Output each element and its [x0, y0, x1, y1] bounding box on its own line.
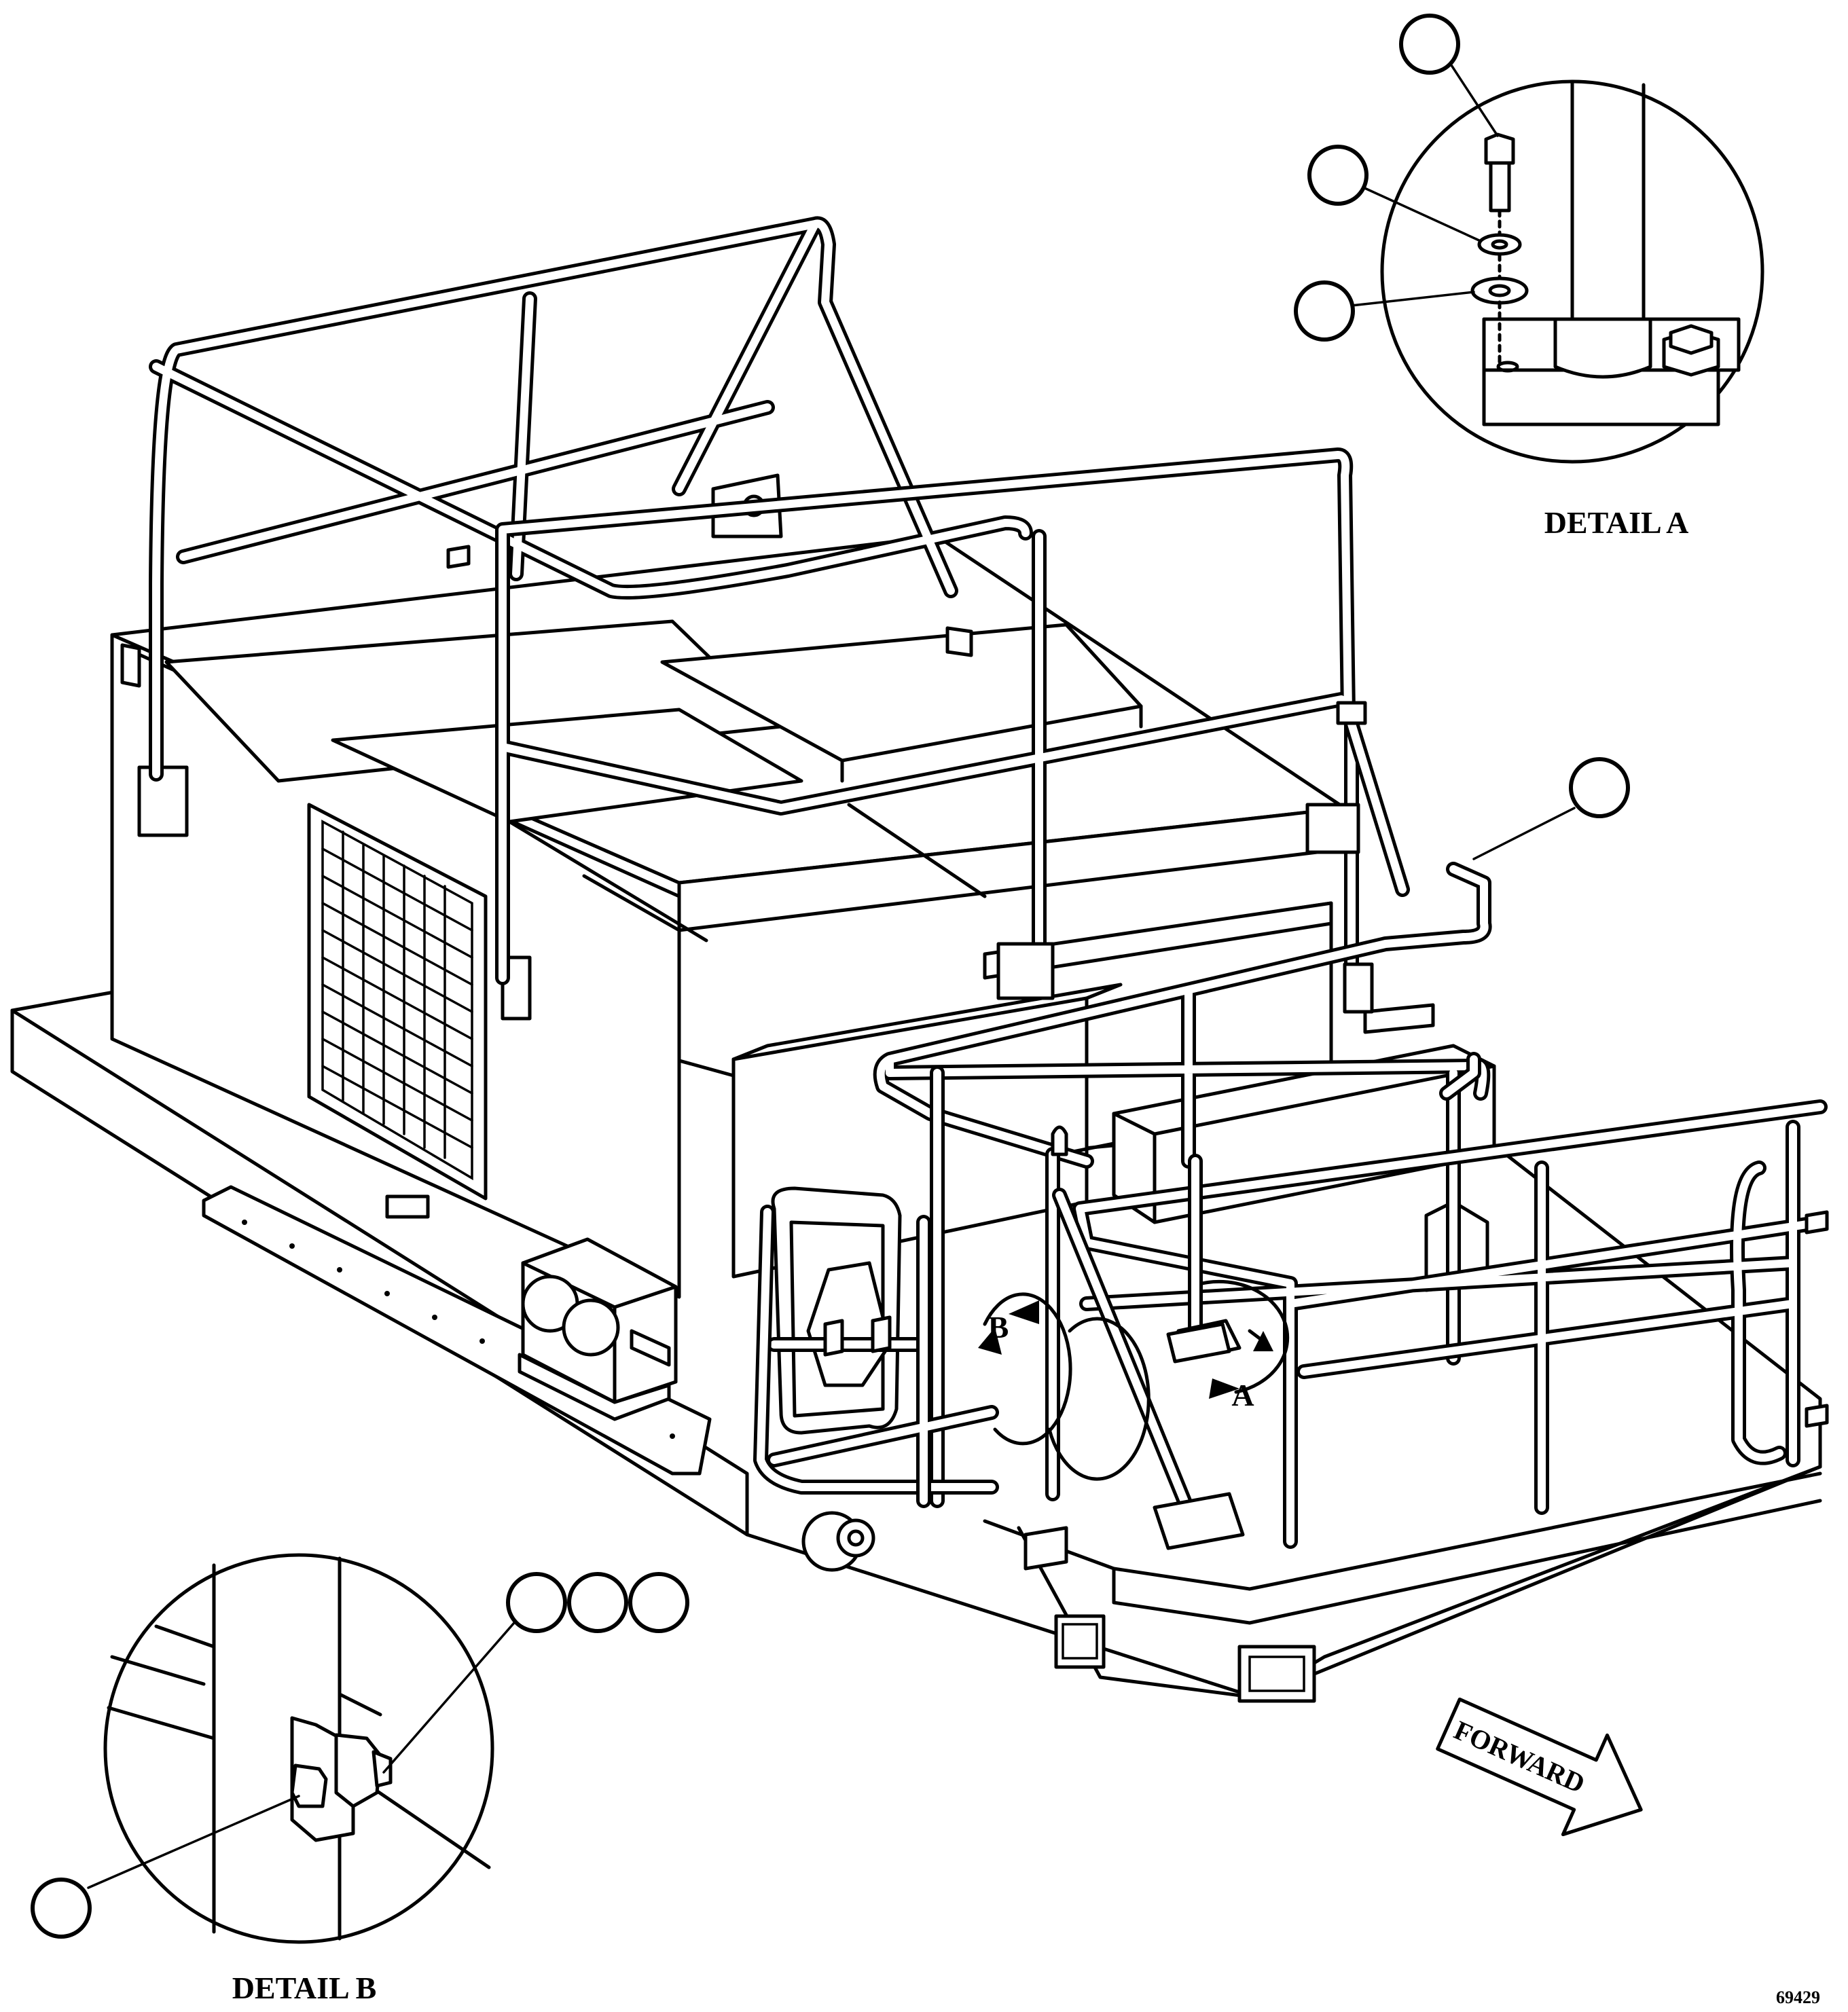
callout-a-2 [1307, 145, 1369, 206]
rear-handrail [149, 216, 1033, 782]
view-label-a: A [1231, 1378, 1254, 1412]
mirror-assembly [753, 1186, 999, 1508]
callout-b-4 [31, 1878, 92, 1939]
vent-grille [307, 803, 488, 1201]
callout-b-3 [628, 1572, 689, 1633]
gate-rail [873, 862, 1492, 1366]
view-label-b: B [988, 1310, 1009, 1345]
detail-a-view [1350, 46, 1764, 464]
rotation-indicators [978, 1279, 1290, 1481]
detail-b-label: DETAIL B [232, 1971, 377, 2005]
rail-callout [1472, 757, 1630, 860]
figure-number: 69429 [1776, 1988, 1820, 2007]
detail-a-callouts [1294, 14, 1460, 342]
caster-wheel [801, 1511, 875, 1572]
forward-arrow: FORWARD [1436, 1697, 1643, 1837]
callout-b-1 [506, 1572, 567, 1633]
detail-b-view [87, 1553, 524, 1944]
detail-b-callouts [31, 1572, 689, 1939]
detail-a-label: DETAIL A [1544, 505, 1689, 540]
callout-b-2 [567, 1572, 628, 1633]
callout-a-1 [1399, 14, 1460, 75]
front-handrail [495, 447, 1410, 1014]
rear-light-box [518, 1237, 678, 1421]
callout-a-3 [1294, 280, 1355, 342]
